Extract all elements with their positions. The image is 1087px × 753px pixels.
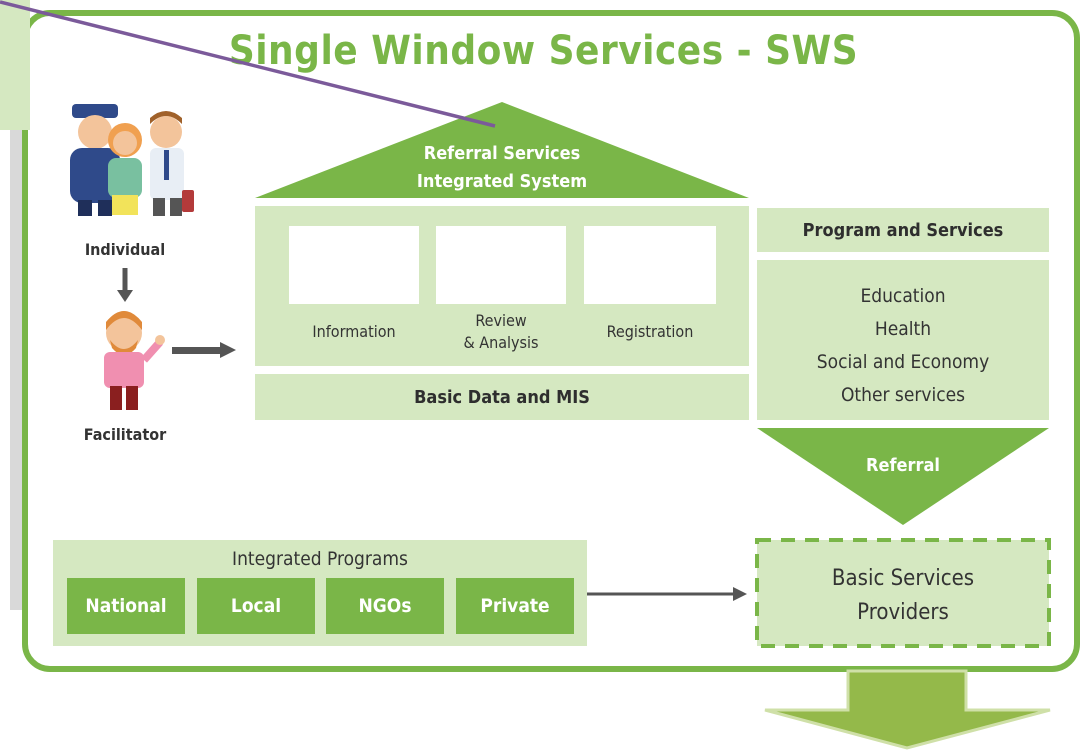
service-social: Social and Economy — [816, 351, 990, 373]
review-label: Review & Analysis — [436, 310, 566, 354]
frame-shadow — [10, 20, 24, 610]
integrated-programs-title: Integrated Programs — [232, 548, 408, 570]
facilitator-person-icon — [104, 311, 165, 410]
roof-line-1: Referral Services — [423, 143, 581, 164]
program-national: National — [67, 578, 185, 634]
roof-line-2: Integrated System — [416, 171, 588, 192]
roof-label: Referral Services Integrated System — [380, 140, 624, 196]
right-arrow-head — [220, 342, 236, 358]
providers-arrow-head — [733, 587, 747, 601]
providers-label: Basic Services Providers — [757, 562, 1049, 630]
review-line-2: & Analysis — [463, 333, 539, 352]
service-other: Other services — [840, 384, 966, 406]
bottom-arrow — [764, 669, 1051, 750]
roof-triangle — [255, 102, 749, 198]
providers-box-border — [755, 538, 1051, 648]
information-label: Information — [312, 322, 396, 341]
program-private: Private — [456, 578, 574, 634]
program-local: Local — [197, 578, 315, 634]
right-arrow-shaft — [172, 347, 222, 354]
individual-label: Individual — [84, 240, 166, 259]
service-health: Health — [874, 318, 932, 340]
information-box — [289, 226, 419, 304]
providers-line-2: Providers — [857, 600, 949, 625]
review-box — [436, 226, 566, 304]
down-arrow-head — [117, 290, 133, 302]
services-panel: Education Health Social and Economy Othe… — [757, 260, 1049, 420]
pointer-line — [0, 0, 496, 128]
referral-triangle — [757, 428, 1049, 525]
program-ngos: NGOs — [326, 578, 444, 634]
program-header: Program and Services — [757, 208, 1049, 252]
registration-label: Registration — [606, 322, 694, 341]
registration-box — [584, 226, 716, 304]
diagram-title: Single Window Services - SWS — [228, 28, 859, 74]
basic-data-bar: Basic Data and MIS — [255, 374, 749, 420]
service-education: Education — [860, 285, 946, 307]
review-line-1: Review — [475, 311, 527, 330]
individual-people-icon — [70, 104, 194, 216]
facilitator-label: Facilitator — [83, 425, 167, 444]
corner-strip — [0, 0, 30, 130]
providers-line-1: Basic Services — [831, 566, 975, 591]
referral-label: Referral — [866, 455, 940, 476]
